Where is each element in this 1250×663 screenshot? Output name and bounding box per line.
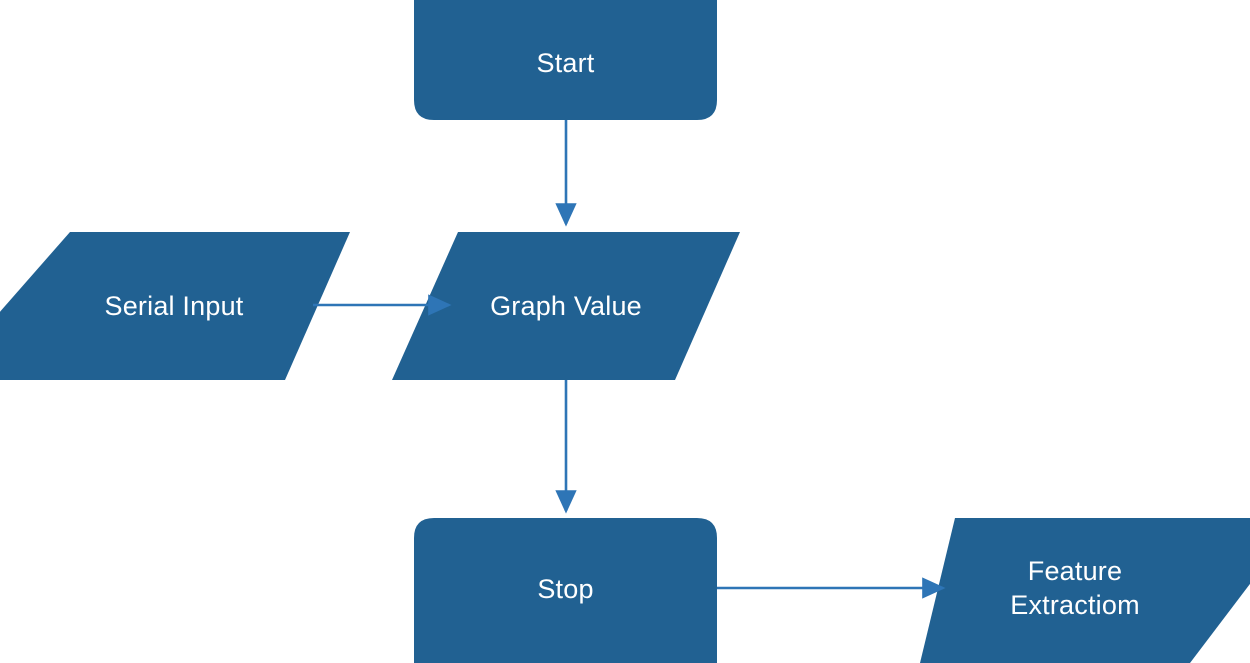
node-stop-shape[interactable] (414, 518, 717, 663)
node-start-shape[interactable] (414, 0, 717, 120)
node-serial-input-shape[interactable] (0, 232, 350, 380)
node-feature-extraction-shape[interactable] (920, 518, 1250, 663)
node-graph-value-shape[interactable] (392, 232, 740, 380)
